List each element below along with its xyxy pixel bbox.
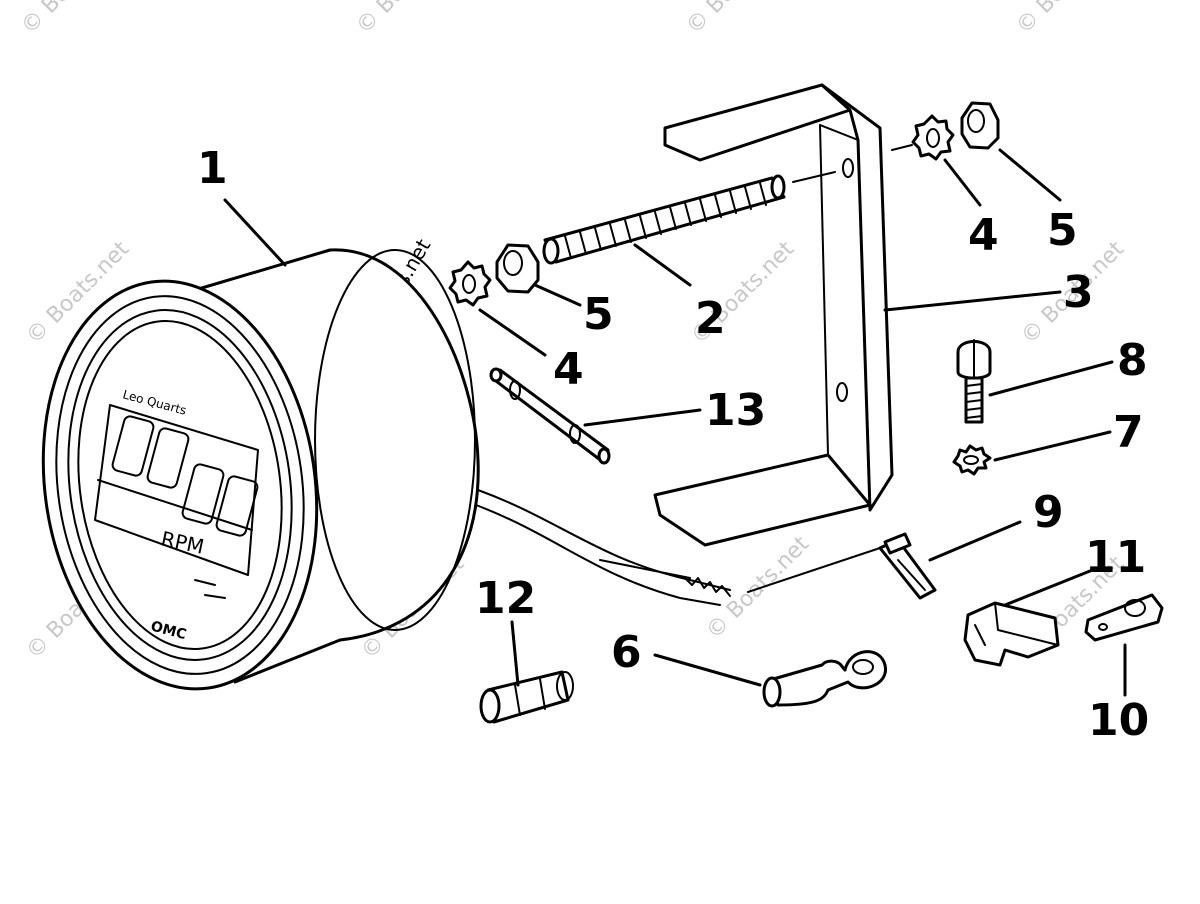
callout-13: 13 xyxy=(705,385,766,436)
nut-part-5-left xyxy=(495,243,540,294)
leader-lines xyxy=(223,148,1127,697)
callout-3: 3 xyxy=(1063,267,1094,318)
watermark: © Boats.net xyxy=(1012,0,1125,39)
callout-9: 9 xyxy=(1033,487,1064,538)
lcd-digits xyxy=(111,415,259,537)
callout-5-left: 5 xyxy=(583,289,614,340)
dial-digits-text: 0000 xyxy=(0,0,3,1)
stud-axis-line xyxy=(792,171,836,183)
callout-11: 11 xyxy=(1085,532,1146,583)
connector-part-9 xyxy=(878,532,937,600)
screw-part-8 xyxy=(956,339,992,424)
fuse-part-12 xyxy=(479,670,574,724)
pin-part-13 xyxy=(489,367,611,465)
lock-washer-part-4-left xyxy=(448,260,492,307)
stud-part-2 xyxy=(542,174,786,265)
clip-part-11 xyxy=(963,601,1060,667)
ring-plate-part-10 xyxy=(1084,593,1164,642)
callout-4-left: 4 xyxy=(553,344,584,395)
callout-7: 7 xyxy=(1113,407,1144,458)
tachometer-part-1: Leo Quarts 0000 RPM OMC xyxy=(0,0,480,691)
star-washer-part-7 xyxy=(952,444,992,476)
watermark: © Boats.net xyxy=(352,0,465,39)
callout-2: 2 xyxy=(695,293,726,344)
callout-6: 6 xyxy=(611,627,642,678)
bracket-part-3 xyxy=(653,83,894,547)
lock-washer-part-4-right xyxy=(911,114,955,161)
bracket-axis-line xyxy=(891,144,913,151)
watermark: © Boats.net xyxy=(682,0,795,39)
ring-terminal-part-6 xyxy=(762,650,887,708)
callout-8: 8 xyxy=(1117,335,1148,386)
callout-12: 12 xyxy=(475,573,536,624)
callout-10: 10 xyxy=(1088,695,1149,746)
nut-part-5-right xyxy=(960,101,1000,150)
callout-1: 1 xyxy=(197,143,228,194)
callouts: 1 2 3 4 4 5 5 6 7 8 9 10 11 12 13 xyxy=(197,143,1149,746)
gauge-wires xyxy=(475,489,881,606)
callout-5-right: 5 xyxy=(1047,205,1078,256)
watermark: © Boats.net xyxy=(17,0,130,39)
callout-4-right: 4 xyxy=(968,210,999,261)
